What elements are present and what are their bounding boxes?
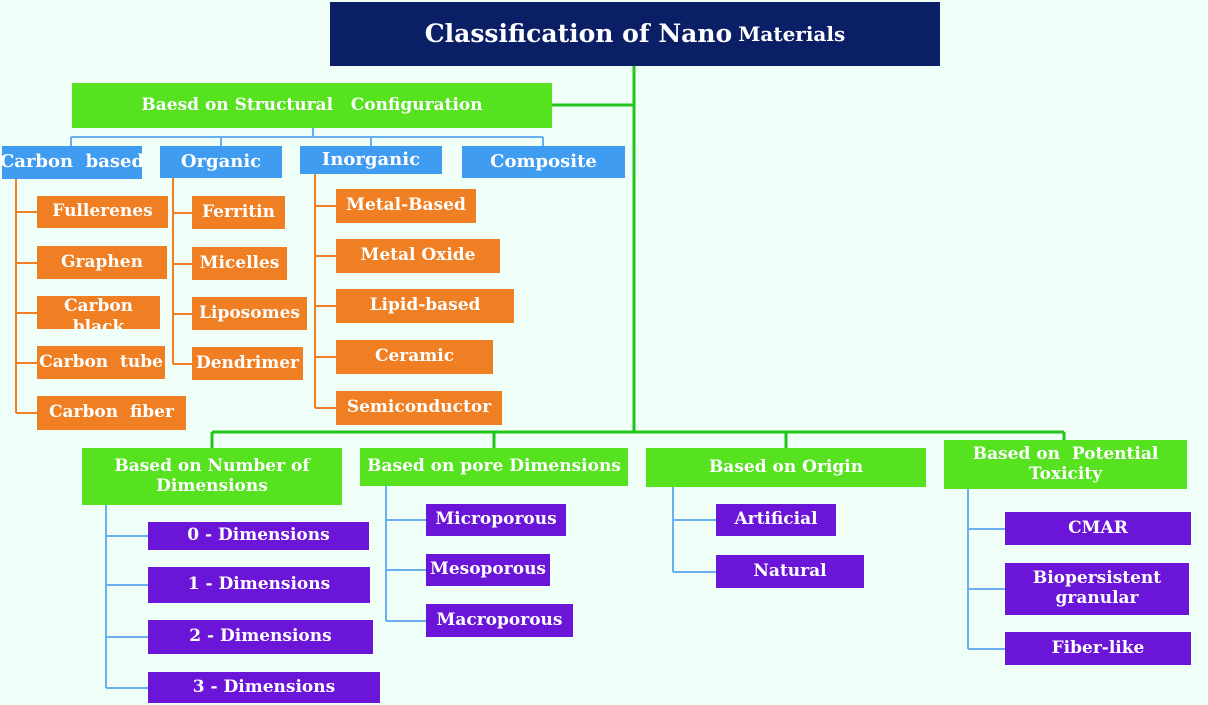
category-origin: Based on Origin (646, 448, 926, 487)
item-1-dimensions: 1 - Dimensions (148, 567, 370, 603)
item-mesoporous: Mesoporous (426, 554, 550, 586)
title-main: Classification of Nano (424, 18, 733, 48)
item-lipid-based: Lipid-based (336, 289, 514, 323)
item-artificial: Artificial (716, 504, 836, 536)
item-carbon-fiber: Carbon fiber (37, 396, 186, 430)
item-metal-oxide: Metal Oxide (336, 239, 500, 273)
item-micelles: Micelles (192, 247, 287, 280)
item-carbon-tube: Carbon tube (37, 346, 165, 379)
item-ceramic: Ceramic (336, 340, 493, 374)
item-2-dimensions: 2 - Dimensions (148, 620, 373, 654)
item-metal-based: Metal-Based (336, 189, 476, 223)
subcategory-composite: Composite (462, 146, 625, 178)
item-biopersistent-granular: Biopersistent granular (1005, 563, 1189, 615)
subcategory-inorganic: Inorganic (300, 146, 442, 174)
subcategory-carbon-based: Carbon based (0, 146, 144, 179)
category-number-of-dimensions: Based on Number of Dimensions (82, 448, 342, 505)
category-potential-toxicity: Based on Potential Toxicity (944, 440, 1187, 489)
title-rest: Materials (738, 21, 846, 46)
item-microporous: Microporous (426, 504, 566, 536)
subcategory-organic: Organic (160, 146, 282, 178)
item-cmar: CMAR (1005, 512, 1191, 545)
item-carbon-black: Carbon black (37, 296, 160, 329)
item-natural: Natural (716, 555, 864, 588)
item-dendrimer: Dendrimer (192, 347, 303, 380)
item-liposomes: Liposomes (192, 297, 307, 330)
item-graphen: Graphen (37, 246, 167, 279)
category-pore-dimensions: Based on pore Dimensions (360, 448, 628, 486)
item-fiber-like: Fiber-like (1005, 632, 1191, 665)
category-structural: Baesd on Structural Configuration (72, 83, 552, 128)
item-fullerenes: Fullerenes (37, 196, 168, 228)
item-semiconductor: Semiconductor (336, 391, 502, 425)
item-0-dimensions: 0 - Dimensions (148, 522, 369, 550)
item-3-dimensions: 3 - Dimensions (148, 672, 380, 703)
item-ferritin: Ferritin (192, 196, 285, 229)
item-macroporous: Macroporous (426, 604, 573, 637)
